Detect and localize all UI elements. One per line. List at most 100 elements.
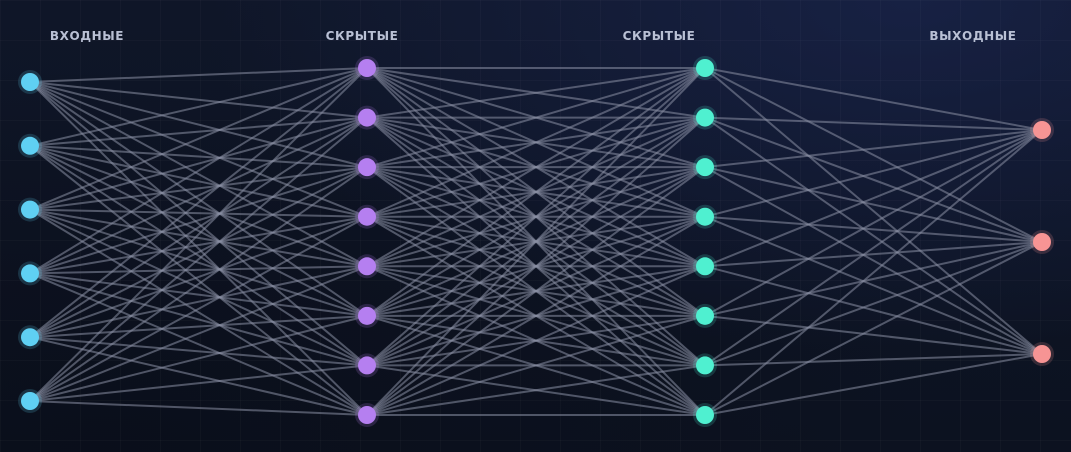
neuron-hidden-1-5 bbox=[358, 257, 376, 276]
connection-input-4-to-hidden-1-6 bbox=[29, 272, 368, 317]
neurons bbox=[18, 56, 1054, 427]
connection-hidden-2-1-to-output-1 bbox=[704, 67, 1043, 131]
connection-input-1-to-hidden-1-1 bbox=[29, 67, 368, 83]
connection-input-6-to-hidden-1-6 bbox=[29, 314, 368, 402]
connection-hidden-1-4-to-hidden-2-1 bbox=[366, 67, 706, 218]
connection-input-6-to-hidden-1-7 bbox=[29, 364, 368, 402]
neuron-hidden-2-4 bbox=[696, 207, 714, 226]
connection-input-3-to-hidden-1-4 bbox=[29, 208, 368, 218]
neuron-hidden-1-1 bbox=[358, 59, 376, 77]
layer-label-output: ВЫХОДНЫЕ bbox=[929, 29, 1017, 43]
connection-input-5-to-hidden-1-6 bbox=[29, 314, 368, 339]
connection-input-1-to-hidden-1-4 bbox=[29, 81, 368, 218]
neuron-hidden-1-3 bbox=[358, 158, 376, 177]
neuron-hidden-2-5 bbox=[696, 257, 714, 276]
connection-input-1-to-hidden-1-5 bbox=[29, 81, 368, 268]
neuron-hidden-2-3 bbox=[696, 158, 714, 177]
connection-hidden-2-3-to-output-1 bbox=[704, 129, 1043, 169]
layer-label-hidden-2: СКРЫТЫЕ bbox=[622, 29, 696, 43]
neuron-hidden-1-4 bbox=[358, 207, 376, 226]
connection-input-3-to-hidden-1-2 bbox=[29, 116, 368, 211]
connection-hidden-2-5-to-output-2 bbox=[704, 241, 1043, 268]
neuron-hidden-1-7 bbox=[358, 356, 376, 375]
neuron-input-2 bbox=[21, 136, 39, 155]
connection-input-3-to-hidden-1-6 bbox=[29, 208, 368, 317]
connection-input-4-to-hidden-1-2 bbox=[29, 116, 368, 275]
connection-input-1-to-hidden-1-3 bbox=[29, 81, 368, 169]
connection-input-6-to-hidden-1-4 bbox=[29, 215, 368, 402]
connection-hidden-1-8-to-hidden-2-2 bbox=[366, 116, 706, 416]
connection-hidden-2-5-to-output-1 bbox=[704, 129, 1043, 268]
connection-input-4-to-hidden-1-4 bbox=[29, 215, 368, 275]
connection-input-4-to-hidden-1-7 bbox=[29, 272, 368, 367]
neuron-input-6 bbox=[21, 392, 39, 410]
neuron-output-1 bbox=[1033, 121, 1051, 139]
connection-input-2-to-hidden-1-8 bbox=[29, 145, 368, 416]
connection-input-2-to-hidden-1-4 bbox=[29, 144, 368, 218]
neuron-hidden-2-1 bbox=[696, 59, 714, 77]
connection-input-3-to-hidden-1-8 bbox=[29, 208, 368, 416]
connection-hidden-2-2-to-output-2 bbox=[704, 116, 1043, 243]
connection-input-3-to-hidden-1-1 bbox=[29, 67, 368, 211]
connection-input-1-to-hidden-1-8 bbox=[29, 81, 368, 416]
connection-input-6-to-hidden-1-3 bbox=[29, 166, 368, 402]
connection-input-1-to-hidden-1-6 bbox=[29, 81, 368, 317]
connection-input-4-to-hidden-1-3 bbox=[29, 166, 368, 275]
connections bbox=[29, 67, 1043, 416]
connection-input-3-to-hidden-1-5 bbox=[29, 208, 368, 268]
connection-hidden-1-2-to-hidden-2-1 bbox=[366, 67, 706, 119]
connection-hidden-2-7-to-output-2 bbox=[704, 241, 1043, 367]
connection-hidden-2-6-to-output-1 bbox=[704, 129, 1043, 317]
neuron-hidden-2-7 bbox=[696, 356, 714, 375]
connection-input-4-to-hidden-1-5 bbox=[29, 265, 368, 275]
connection-hidden-2-3-to-output-3 bbox=[704, 166, 1043, 355]
connection-hidden-1-8-to-hidden-2-7 bbox=[366, 364, 706, 416]
neuron-hidden-2-6 bbox=[696, 306, 714, 325]
connection-hidden-2-4-to-output-3 bbox=[704, 215, 1043, 355]
neuron-hidden-2-2 bbox=[696, 108, 714, 127]
neuron-hidden-2-8 bbox=[696, 406, 714, 424]
connection-input-4-to-hidden-1-1 bbox=[29, 67, 368, 275]
connection-hidden-2-1-to-output-2 bbox=[704, 67, 1043, 243]
connection-hidden-2-2-to-output-3 bbox=[704, 116, 1043, 355]
connection-input-2-to-hidden-1-5 bbox=[29, 144, 368, 268]
neuron-hidden-1-8 bbox=[358, 406, 376, 424]
connection-input-3-to-hidden-1-3 bbox=[29, 166, 368, 211]
connection-input-1-to-hidden-1-7 bbox=[29, 81, 368, 367]
layer-label-input: ВХОДНЫЕ bbox=[49, 29, 125, 43]
connection-hidden-1-3-to-hidden-2-1 bbox=[366, 67, 706, 169]
connection-hidden-2-7-to-output-1 bbox=[704, 129, 1043, 367]
connection-input-5-to-hidden-1-1 bbox=[29, 67, 368, 338]
connection-hidden-2-6-to-output-3 bbox=[704, 314, 1043, 355]
connection-hidden-2-5-to-output-3 bbox=[704, 265, 1043, 355]
connection-input-5-to-hidden-1-8 bbox=[29, 336, 368, 416]
connection-input-6-to-hidden-1-1 bbox=[29, 67, 368, 402]
connection-hidden-1-5-to-hidden-2-1 bbox=[366, 67, 706, 268]
connection-input-6-to-hidden-1-8 bbox=[29, 400, 368, 416]
neuron-hidden-1-2 bbox=[358, 108, 376, 127]
neuron-input-1 bbox=[21, 73, 39, 91]
connection-hidden-2-8-to-output-3 bbox=[704, 353, 1043, 416]
neuron-input-5 bbox=[21, 328, 39, 347]
connection-input-6-to-hidden-1-2 bbox=[29, 116, 368, 402]
connection-hidden-1-7-to-hidden-2-1 bbox=[366, 67, 706, 367]
layer-label-hidden-1: СКРЫТЫЕ bbox=[325, 29, 399, 43]
connection-input-5-to-hidden-1-4 bbox=[29, 215, 368, 339]
neuron-hidden-1-6 bbox=[358, 306, 376, 325]
connection-input-5-to-hidden-1-3 bbox=[29, 166, 368, 339]
connection-input-2-to-hidden-1-6 bbox=[29, 144, 368, 317]
neuron-output-2 bbox=[1033, 233, 1051, 251]
neuron-input-3 bbox=[21, 200, 39, 219]
connection-hidden-2-2-to-output-1 bbox=[704, 116, 1043, 131]
connection-hidden-1-8-to-hidden-2-4 bbox=[366, 215, 706, 416]
connection-input-5-to-hidden-1-2 bbox=[29, 116, 368, 339]
connection-hidden-2-6-to-output-2 bbox=[704, 241, 1043, 317]
connection-hidden-2-3-to-output-2 bbox=[704, 166, 1043, 243]
connection-hidden-1-8-to-hidden-2-1 bbox=[366, 67, 706, 416]
connection-input-6-to-hidden-1-5 bbox=[29, 265, 368, 402]
connection-hidden-2-4-to-output-2 bbox=[704, 215, 1043, 243]
connection-hidden-2-8-to-output-1 bbox=[704, 129, 1043, 416]
connection-input-4-to-hidden-1-8 bbox=[29, 272, 368, 416]
